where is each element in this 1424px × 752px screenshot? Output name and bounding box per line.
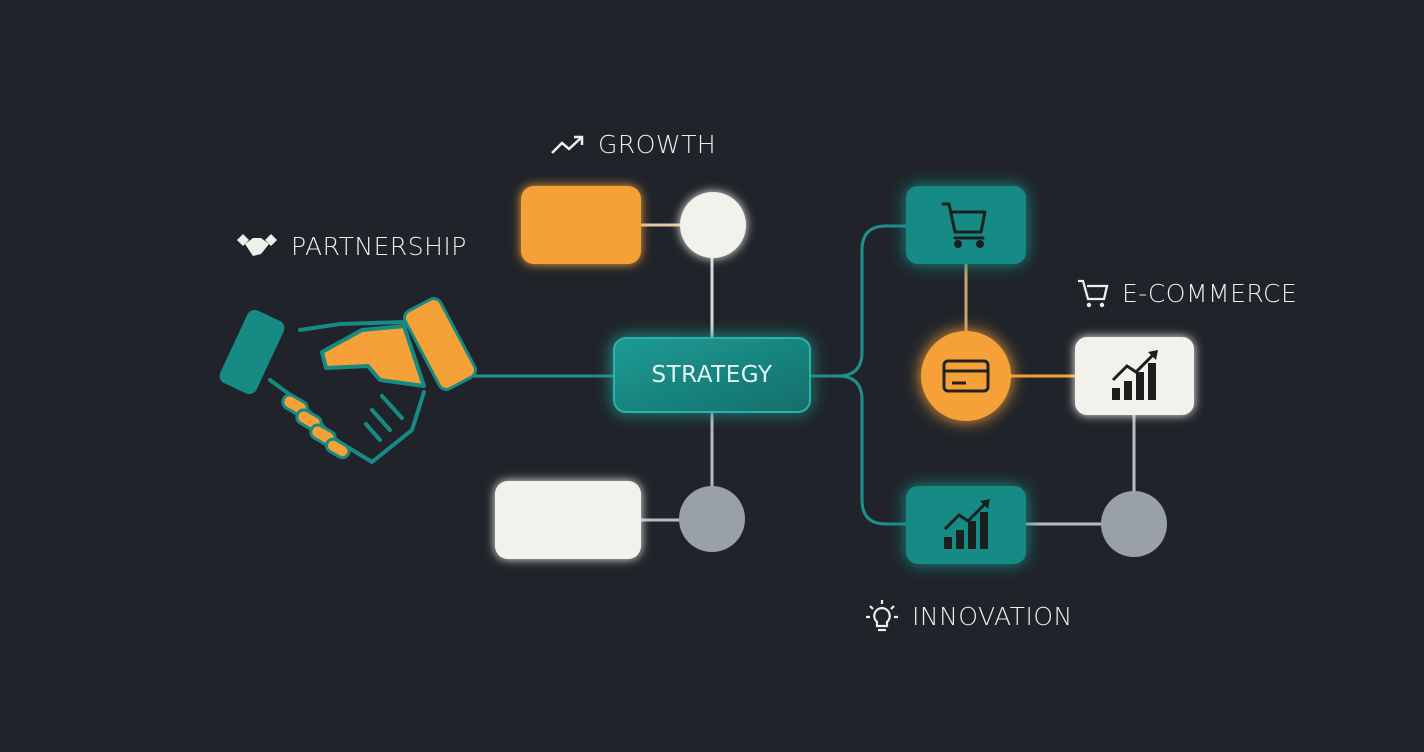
bar-chart-trend-icon: [943, 499, 990, 549]
innovation-label: INNOVATION: [864, 598, 1073, 634]
innovation-text: INNOVATION: [912, 601, 1073, 631]
credit-card-icon: [942, 359, 990, 393]
shopping-cart-icon: [941, 202, 987, 248]
growth-circle[interactable]: [680, 192, 746, 258]
shopping-cart-icon: [1078, 279, 1109, 308]
cart-box[interactable]: [906, 186, 1026, 264]
bottom-circle[interactable]: [679, 486, 745, 552]
handshake-icon: [237, 234, 277, 256]
chart-box-teal[interactable]: [906, 486, 1026, 564]
strategy-node[interactable]: [613, 337, 811, 413]
growth-box[interactable]: [521, 186, 641, 264]
ecommerce-text: E-COMMERCE: [1122, 278, 1298, 308]
connectors: [470, 223, 1136, 526]
card-circle[interactable]: [921, 331, 1011, 421]
partnership-label: PARTNERSHIP: [235, 230, 467, 262]
partnership-text: PARTNERSHIP: [291, 231, 467, 261]
lightbulb-icon: [866, 600, 898, 632]
growth-text: GROWTH: [598, 130, 717, 159]
bottom-box[interactable]: [495, 481, 641, 559]
handshake-illustration: [219, 297, 477, 464]
right-circle[interactable]: [1101, 491, 1167, 557]
growth-label: GROWTH: [550, 130, 716, 159]
chart-box-white[interactable]: [1075, 337, 1194, 415]
bar-chart-trend-icon: [1111, 350, 1158, 400]
ecommerce-label: E-COMMERCE: [1076, 277, 1297, 309]
trending-up-icon: [551, 135, 584, 154]
